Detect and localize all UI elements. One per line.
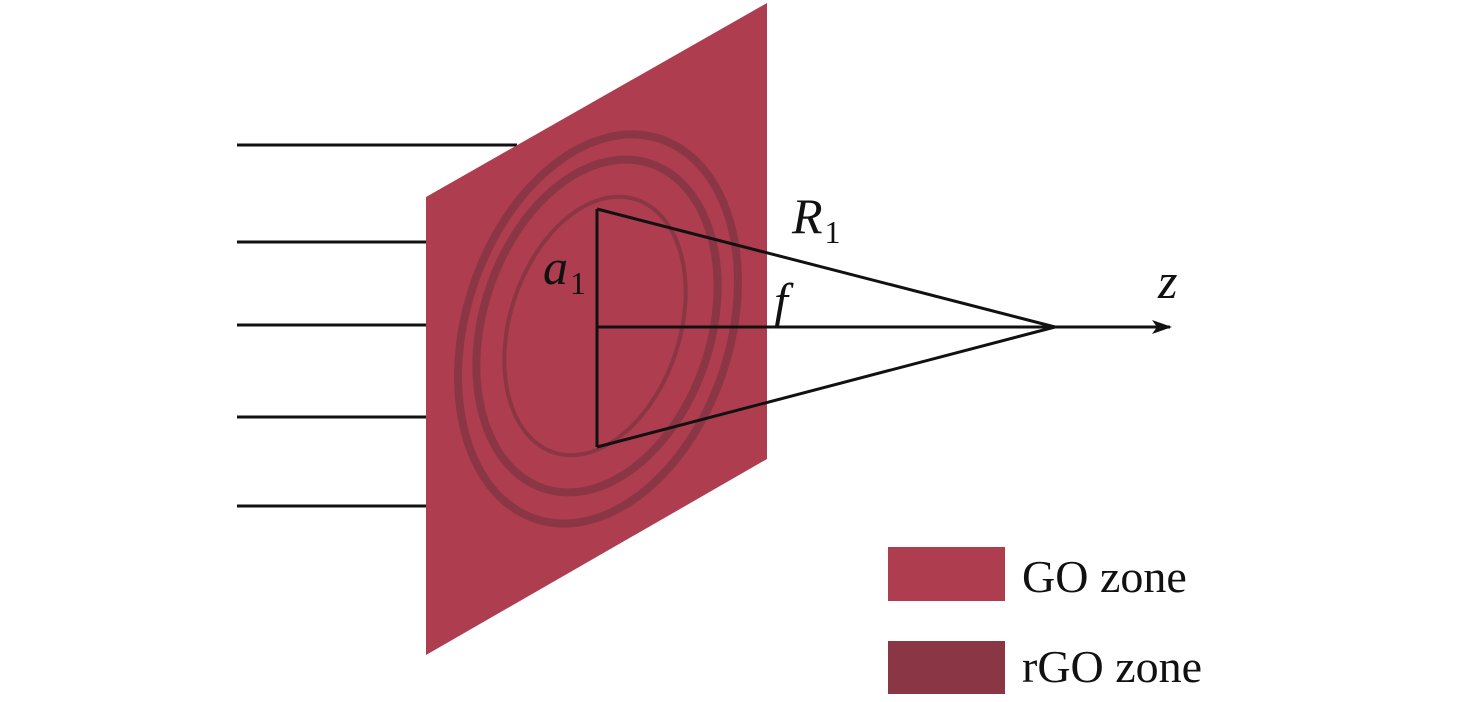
legend-label-go: GO zone xyxy=(1022,551,1187,602)
rgo-rings xyxy=(454,130,742,528)
marginal-ray-bottom xyxy=(596,325,1056,449)
aperture-label-main: a xyxy=(543,239,568,295)
rgo-ring-outer xyxy=(454,130,742,528)
legend-label-rgo: rGO zone xyxy=(1022,641,1202,692)
marginal-ray-top xyxy=(596,207,1056,329)
radius-label-sub: 1 xyxy=(825,214,841,250)
focusing-geometry xyxy=(595,207,1172,449)
legend-swatch-go xyxy=(888,547,1005,601)
aperture-label: a1 xyxy=(543,239,586,301)
focal-length-label: f xyxy=(774,273,794,329)
rgo-ring-inner xyxy=(502,194,688,458)
legend: GO zone rGO zone xyxy=(888,547,1202,694)
rgo-ring-middle xyxy=(472,155,722,497)
radius-label: R1 xyxy=(791,188,841,250)
incident-rays xyxy=(237,143,517,508)
radius-label-main: R xyxy=(791,188,823,244)
legend-swatch-rgo xyxy=(888,641,1005,694)
axis-label: z xyxy=(1157,253,1177,309)
aperture-label-sub: 1 xyxy=(570,265,586,301)
